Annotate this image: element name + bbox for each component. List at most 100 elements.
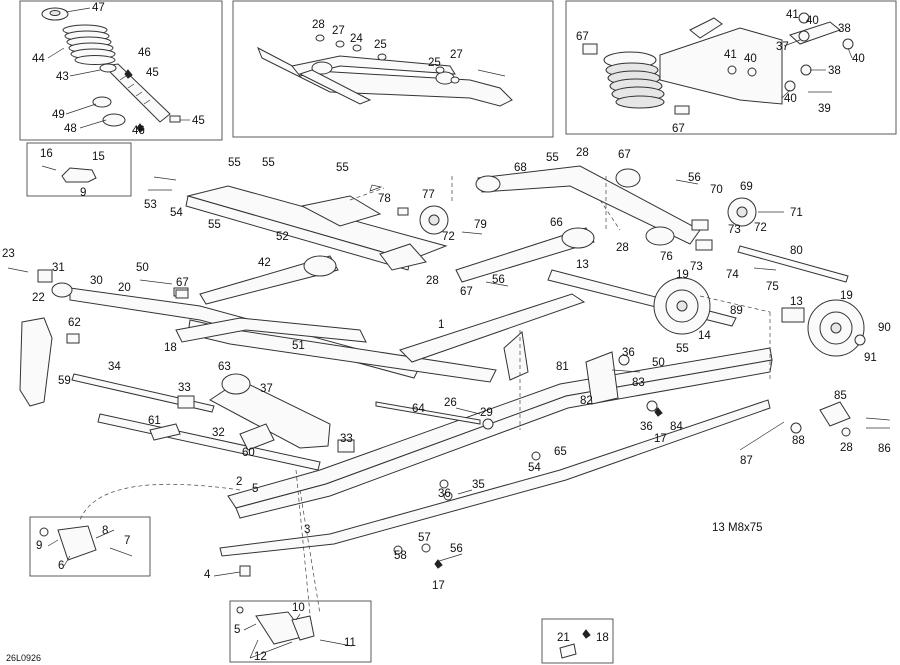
callout: 55	[676, 343, 689, 355]
callout: 41	[724, 49, 737, 61]
callout: 37	[260, 383, 273, 395]
callout: 3	[304, 524, 310, 536]
callout: 33	[178, 382, 191, 394]
bracket-drawing	[41, 165, 97, 183]
upper-arm-drawing	[257, 34, 513, 107]
callout: 1	[438, 319, 444, 331]
callout: 53	[144, 199, 157, 211]
callout: 13	[790, 296, 803, 308]
callout: 84	[670, 421, 683, 433]
callout: 72	[442, 231, 455, 243]
idler-wheels-drawing	[547, 269, 865, 357]
callout: 28	[312, 19, 325, 31]
callout: 36	[438, 488, 451, 500]
callout: 64	[412, 403, 425, 415]
callout: 18	[596, 632, 609, 644]
callout: 21	[557, 632, 570, 644]
callout: 7	[124, 535, 130, 547]
callout: 41	[786, 9, 799, 21]
callout: 89	[730, 305, 743, 317]
callout: 15	[92, 151, 105, 163]
callout: 47	[92, 2, 105, 14]
callout: 57	[418, 532, 431, 544]
callout: 67	[672, 123, 685, 135]
callout: 58	[394, 550, 407, 562]
cross-member-drawing	[185, 184, 449, 271]
size-note: 13 M8x75	[712, 522, 763, 534]
callout: 67	[460, 286, 473, 298]
lower-parts-drawing	[19, 317, 481, 471]
callout: 35	[472, 479, 485, 491]
callout: 55	[228, 157, 241, 169]
callout: 69	[740, 181, 753, 193]
callout: 5	[234, 624, 240, 636]
callout: 90	[878, 322, 891, 334]
callout: 61	[148, 415, 161, 427]
callout: 43	[56, 71, 69, 83]
callout: 28	[426, 275, 439, 287]
callout: 55	[336, 162, 349, 174]
callout: 28	[616, 242, 629, 254]
callout: 49	[52, 109, 65, 121]
callout: 13	[576, 259, 589, 271]
callout: 8	[102, 525, 108, 537]
callout: 25	[374, 39, 387, 51]
callout: 50	[136, 262, 149, 274]
callout: 55	[546, 152, 559, 164]
callout: 51	[292, 340, 305, 352]
callout: 29	[480, 407, 493, 419]
rear-shock-detail-frame	[565, 0, 897, 135]
stopper-detail-frame	[29, 516, 151, 577]
callout: 27	[450, 49, 463, 61]
callout: 38	[828, 65, 841, 77]
shock-detail-frame	[19, 0, 223, 141]
callout: 34	[108, 361, 121, 373]
callout: 5	[252, 483, 258, 495]
callout: 55	[262, 157, 275, 169]
callout: 79	[474, 219, 487, 231]
callout: 81	[556, 361, 569, 373]
callout: 63	[218, 361, 231, 373]
callout: 40	[784, 93, 797, 105]
rear-shock-drawing	[582, 12, 854, 115]
callout: 28	[576, 147, 589, 159]
callout: 28	[840, 442, 853, 454]
callout: 24	[350, 33, 363, 45]
callout: 19	[840, 290, 853, 302]
leader-lines	[47, 7, 853, 659]
callout: 38	[838, 23, 851, 35]
callout: 31	[52, 262, 65, 274]
callout: 73	[728, 224, 741, 236]
callout: 6	[58, 560, 64, 572]
callout: 52	[276, 231, 289, 243]
callout: 9	[80, 187, 86, 199]
callout: 27	[332, 25, 345, 37]
clip-detail-frame	[229, 600, 372, 663]
fasteners-drawing	[7, 176, 891, 639]
callout: 85	[834, 390, 847, 402]
callout: 11	[344, 637, 356, 649]
callout: 44	[32, 53, 45, 65]
callout: 76	[660, 251, 673, 263]
callout: 30	[90, 275, 103, 287]
callout: 37	[776, 41, 789, 53]
callout: 33	[340, 433, 353, 445]
callout: 36	[622, 347, 635, 359]
arm-detail-frame	[232, 0, 554, 138]
callout: 14	[698, 330, 711, 342]
callout: 71	[790, 207, 803, 219]
callout: 40	[806, 15, 819, 27]
callout: 55	[208, 219, 221, 231]
callout: 73	[690, 261, 703, 273]
callout: 16	[40, 148, 53, 160]
callout: 54	[528, 462, 541, 474]
callout: 17	[654, 433, 667, 445]
diagram-code: 26L0926	[6, 653, 41, 663]
callout: 56	[450, 543, 463, 555]
rear-arm-drawing	[475, 165, 849, 283]
callout: 23	[2, 248, 15, 260]
callout: 80	[790, 245, 803, 257]
